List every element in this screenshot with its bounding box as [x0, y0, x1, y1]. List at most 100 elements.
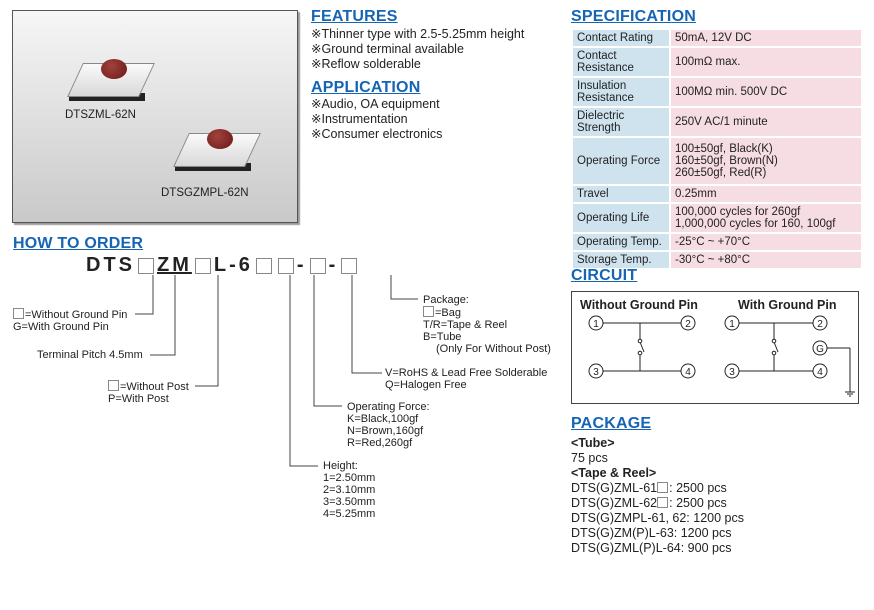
package-item: DTS(G)ZML-61 : 2500 pcs — [571, 481, 744, 496]
spec-value: 50mA, 12V DC — [669, 28, 863, 48]
blank-box — [657, 497, 669, 508]
option-text: B=Tube — [423, 331, 462, 343]
specification-heading: SPECIFICATION — [571, 8, 696, 25]
features-heading: FEATURES — [311, 8, 398, 25]
code-part: ZM — [157, 254, 192, 276]
circuit-diagram: Without Ground Pin With Ground Pin 1 2 3… — [571, 291, 859, 404]
feature-item: ※Ground terminal available — [311, 42, 464, 56]
package-tube-qty: 75 pcs — [571, 451, 608, 465]
spec-value: 100mΩ max. — [669, 46, 863, 78]
pin-label: 2 — [685, 319, 691, 330]
spec-label: Dielectric Strength — [571, 106, 671, 138]
package-item: DTS(G)ZML(P)L-64: 900 pcs — [571, 541, 732, 555]
code-box — [277, 257, 294, 274]
option-text: 1=2.50mm — [323, 472, 376, 484]
option-text: K=Black,100gf — [347, 413, 419, 425]
circuit-schematic: 1 2 3 4 1 2 3 4 G — [588, 315, 855, 397]
code-box — [138, 257, 154, 274]
features-list: ※Thinner type with 2.5-5.25mm height ※Gr… — [311, 27, 524, 72]
spec-label: Operating Life — [571, 202, 671, 234]
application-heading: APPLICATION — [311, 79, 421, 96]
pin-label: 4 — [817, 367, 823, 378]
option-text: 4=5.25mm — [323, 508, 376, 520]
spec-label: Travel — [571, 184, 671, 204]
application-item: ※Instrumentation — [311, 112, 408, 126]
application-list: ※Audio, OA equipment ※Instrumentation ※C… — [311, 97, 442, 142]
package-reel-label: <Tape & Reel> — [571, 466, 657, 480]
spec-label: Contact Resistance — [571, 46, 671, 78]
package-item: DTS(G)ZML-62 : 2500 pcs — [571, 496, 744, 511]
spec-value: 250V AC/1 minute — [669, 106, 863, 138]
order-leader-lines — [135, 275, 418, 467]
application-item: ※Audio, OA equipment — [311, 97, 440, 111]
option-text: Q=Halogen Free — [385, 379, 467, 391]
option-text: N=Brown,160gf — [347, 425, 424, 437]
code-box — [255, 257, 272, 274]
option-text: Operating Force: — [347, 401, 430, 413]
order-rohs: V=RoHS & Lead Free Solderable Q=Halogen … — [385, 367, 547, 391]
package-item-name: DTS(G)ZML-62 — [571, 496, 658, 510]
package-tube-label: <Tube> — [571, 436, 615, 450]
pin-label: G — [816, 344, 824, 355]
spec-row: Operating Temp.-25°C ~ +70°C — [571, 232, 863, 252]
order-operating-force: Operating Force: K=Black,100gf N=Brown,1… — [347, 401, 430, 449]
spec-label: Contact Rating — [571, 28, 671, 48]
package-item-name: DTS(G)ZML-61 — [571, 481, 658, 495]
option-text: G=With Ground Pin — [13, 321, 109, 333]
spec-label: Storage Temp. — [571, 250, 671, 270]
package-item: DTS(G)ZM(P)L-63: 1200 pcs — [571, 526, 732, 540]
product-label: DTSGZMPL-62N — [161, 187, 249, 199]
application-item: ※Consumer electronics — [311, 127, 443, 141]
blank-box — [657, 482, 669, 493]
code-part: - — [328, 254, 339, 276]
option-text: P=With Post — [108, 393, 169, 405]
pin-label: 3 — [729, 367, 735, 378]
option-text: Package: — [423, 294, 469, 306]
package-item: DTS(G)ZMPL-61, 62: 1200 pcs — [571, 511, 744, 525]
spec-value: -30°C ~ +80°C — [669, 250, 863, 270]
spec-label: Insulation Resistance — [571, 76, 671, 108]
order-height: Height: 1=2.50mm 2=3.10mm 3=3.50mm 4=5.2… — [323, 460, 375, 520]
circuit-right-title: With Ground Pin — [738, 298, 837, 312]
package-item-qty: : 2500 pcs — [669, 481, 727, 495]
how-to-order-heading: HOW TO ORDER — [13, 235, 144, 252]
pin-label: 1 — [729, 319, 735, 330]
product-label: DTSZML-62N — [65, 109, 136, 121]
code-box — [341, 257, 358, 274]
package-item-qty: : 2500 pcs — [669, 496, 727, 510]
blank-box — [108, 380, 119, 391]
spec-value: 100,000 cycles for 260gf 1,000,000 cycle… — [669, 202, 863, 234]
spec-value: 100MΩ min. 500V DC — [669, 76, 863, 108]
order-ground-pin: =Without Ground Pin G=With Ground Pin — [13, 308, 127, 333]
code-part: - — [296, 254, 307, 276]
pin-label: 2 — [817, 319, 823, 330]
order-post: =Without Post P=With Post — [108, 380, 189, 405]
option-text: V=RoHS & Lead Free Solderable — [385, 367, 548, 379]
feature-item: ※Reflow solderable — [311, 57, 421, 71]
pin-label: 3 — [593, 367, 599, 378]
blank-box — [423, 306, 434, 317]
feature-item: ※Thinner type with 2.5-5.25mm height — [311, 27, 525, 41]
circuit-left-title: Without Ground Pin — [580, 298, 698, 312]
blank-box — [13, 308, 24, 319]
circuit-without-ground — [588, 315, 696, 379]
option-text: =Bag — [435, 307, 461, 319]
option-text: T/R=Tape & Reel — [423, 319, 508, 331]
code-box — [309, 257, 326, 274]
code-box — [194, 257, 211, 274]
package-heading: PACKAGE — [571, 415, 652, 432]
option-text: (Only For Without Post) — [436, 343, 551, 355]
spec-label: Operating Temp. — [571, 232, 671, 252]
pin-label: 4 — [685, 367, 691, 378]
code-part: L-6 — [213, 254, 253, 276]
circuit-heading: CIRCUIT — [571, 267, 638, 284]
option-text: Height: — [323, 460, 358, 472]
